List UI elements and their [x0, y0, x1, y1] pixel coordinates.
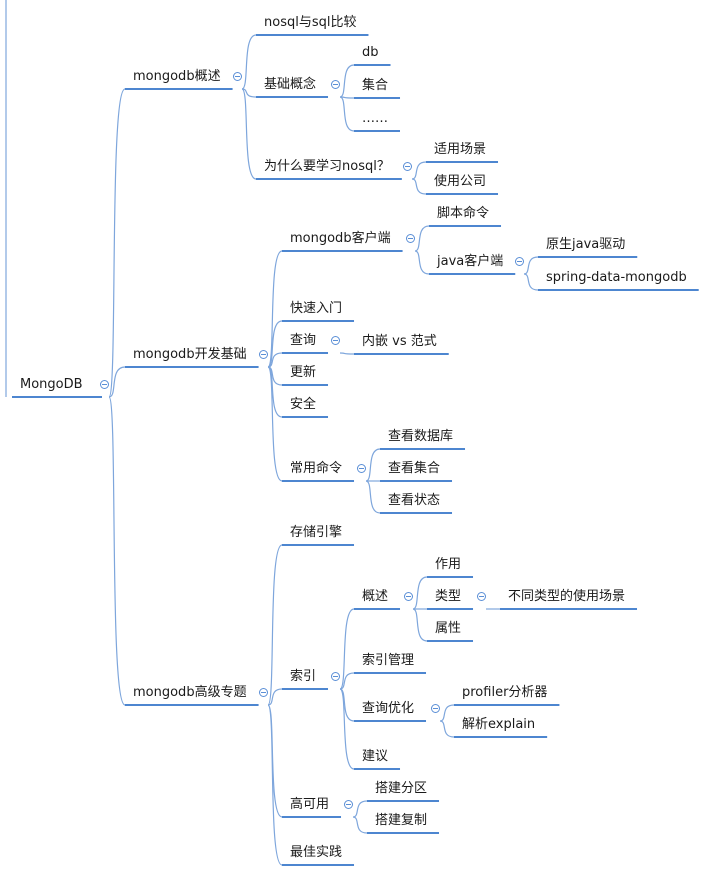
connector-curve	[267, 352, 283, 368]
node-why-nosql[interactable]: 为什么要学习nosql？	[264, 159, 390, 174]
node-show-status[interactable]: 查看状态	[388, 493, 441, 508]
node-show-collections[interactable]: 查看集合	[388, 461, 441, 476]
node-dev-basics[interactable]: mongodb开发基础	[133, 347, 247, 362]
node-security[interactable]: 安全	[290, 397, 317, 412]
connector-curve	[412, 576, 428, 610]
collapse-icon[interactable]	[259, 350, 268, 359]
node-basic-concepts[interactable]: 基础概念	[264, 77, 317, 92]
node-query-optimization[interactable]: 查询优化	[362, 701, 415, 716]
collapse-icon[interactable]	[406, 234, 415, 243]
collapse-icon[interactable]	[331, 672, 340, 681]
node-embed-vs-normal[interactable]: 内嵌 vs 范式	[362, 334, 437, 349]
node-client[interactable]: mongodb客户端	[290, 231, 391, 246]
node-index-attributes[interactable]: 属性	[435, 621, 462, 636]
collapse-icon[interactable]	[431, 704, 440, 713]
node-advanced-topics[interactable]: mongodb高级专题	[133, 685, 247, 700]
node-spring-data-mongodb[interactable]: spring-data-mongodb	[546, 270, 687, 285]
collapse-icon[interactable]	[100, 380, 109, 389]
collapse-icon[interactable]	[344, 800, 353, 809]
node-index[interactable]: 索引	[290, 669, 317, 684]
node-show-databases[interactable]: 查看数据库	[388, 429, 454, 444]
node-companies[interactable]: 使用公司	[434, 174, 487, 189]
node-db[interactable]: db	[362, 45, 379, 60]
connector-curve	[411, 178, 427, 195]
node-nosql-vs-sql[interactable]: nosql与sql比较	[264, 15, 357, 30]
connector-curve	[339, 608, 355, 690]
connector-curve	[241, 34, 257, 90]
connector-curve	[108, 396, 126, 706]
node-index-type[interactable]: 类型	[435, 589, 462, 604]
node-storage-engine[interactable]: 存储引擎	[290, 525, 343, 540]
node-common-commands[interactable]: 常用命令	[290, 461, 343, 476]
node-replication[interactable]: 搭建复制	[375, 813, 428, 828]
node-best-practices[interactable]: 最佳实践	[290, 845, 343, 860]
connector-curve	[267, 704, 283, 818]
node-mongodb[interactable]: MongoDB	[20, 377, 83, 392]
connector-curve	[352, 800, 368, 818]
connector-curve	[267, 366, 283, 482]
node-query[interactable]: 查询	[290, 333, 317, 348]
connector-curve	[267, 544, 283, 706]
node-type-use-cases[interactable]: 不同类型的使用场景	[508, 589, 626, 604]
collapse-icon[interactable]	[331, 336, 340, 345]
connector-curve	[439, 720, 455, 738]
connector-curve	[414, 250, 430, 275]
node-native-java-driver[interactable]: 原生java驱动	[546, 237, 626, 252]
collapse-icon[interactable]	[233, 72, 242, 81]
connector-curve	[267, 704, 283, 866]
collapse-icon[interactable]	[404, 592, 413, 601]
node-update[interactable]: 更新	[290, 365, 317, 380]
node-sharding[interactable]: 搭建分区	[375, 781, 428, 796]
connector-curve	[339, 96, 355, 132]
node-index-overview[interactable]: 概述	[362, 589, 389, 604]
connector-curve	[241, 88, 257, 180]
connector-curve	[352, 816, 368, 834]
connector-curve	[339, 64, 355, 98]
collapse-icon[interactable]	[403, 162, 412, 171]
connector-curve	[414, 225, 430, 252]
connector-curve	[267, 688, 283, 706]
node-use-cases[interactable]: 适用场景	[434, 142, 487, 157]
collapse-icon[interactable]	[357, 464, 366, 473]
node-explain[interactable]: 解析explain	[462, 717, 536, 732]
node-index-role[interactable]: 作用	[435, 557, 462, 572]
node-quick-start[interactable]: 快速入门	[290, 301, 343, 316]
connector-curve	[523, 256, 539, 275]
connector-curve	[365, 480, 381, 514]
connector-curve	[339, 352, 355, 355]
collapse-icon[interactable]	[477, 592, 486, 601]
collapse-icon[interactable]	[259, 688, 268, 697]
connector-curve	[108, 366, 126, 398]
connector-curve	[108, 88, 126, 398]
collapse-icon[interactable]	[331, 80, 340, 89]
node-collection[interactable]: 集合	[362, 78, 389, 93]
node-java-client[interactable]: java客户端	[437, 254, 504, 269]
connector-curve	[523, 273, 539, 291]
connector-curve	[339, 688, 355, 770]
connector-curve	[412, 608, 428, 642]
connector-curve	[267, 320, 283, 368]
node-high-availability[interactable]: 高可用	[290, 797, 330, 812]
node-mongodb-overview[interactable]: mongodb概述	[133, 69, 221, 84]
connector-curve	[241, 88, 257, 98]
connector-curve	[439, 704, 455, 722]
node-ellipsis[interactable]: ……	[362, 111, 388, 126]
collapse-icon[interactable]	[515, 257, 524, 266]
connector-curve	[339, 672, 355, 690]
connector-curve	[267, 250, 283, 368]
node-suggestions[interactable]: 建议	[362, 749, 389, 764]
connector-curve	[411, 161, 427, 180]
node-index-management[interactable]: 索引管理	[362, 653, 415, 668]
connector-curve	[365, 448, 381, 482]
node-profiler[interactable]: profiler分析器	[462, 685, 548, 700]
node-script-commands[interactable]: 脚本命令	[437, 206, 490, 221]
